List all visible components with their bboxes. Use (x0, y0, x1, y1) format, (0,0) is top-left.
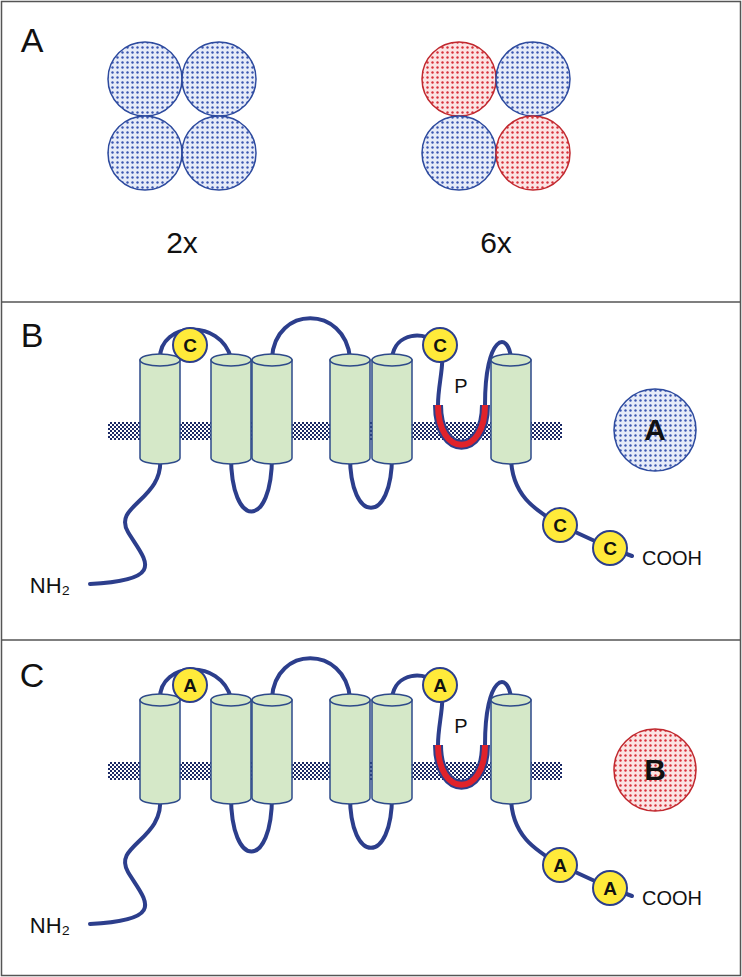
node-label: A (183, 676, 197, 695)
node-label: A (553, 856, 567, 875)
panel-letter: B (21, 318, 44, 352)
node-label: C (433, 336, 447, 355)
residue-circle: A (172, 667, 208, 703)
subunit-circle: A (613, 388, 697, 472)
subunit-group (108, 42, 256, 190)
panel-letter: C (20, 658, 45, 692)
node-label: A (644, 415, 666, 445)
node-label: A (603, 879, 617, 898)
protein-topology (90, 318, 632, 584)
protein-topology (90, 658, 632, 924)
residue-circle: C (172, 327, 208, 363)
terminus-label: NH₂ (30, 915, 70, 937)
residue-circle: A (542, 847, 578, 883)
panel-letter: A (21, 23, 44, 57)
panel-divider (2, 639, 741, 641)
node-label: C (183, 336, 197, 355)
residue-circle: C (542, 507, 578, 543)
residue-circle: A (592, 870, 628, 906)
residue-circle: C (422, 327, 458, 363)
terminus-label: NH₂ (30, 575, 70, 597)
node-label: C (603, 539, 617, 558)
terminus-label: COOH (642, 548, 702, 568)
node-label: C (553, 516, 567, 535)
residue-circle: A (422, 667, 458, 703)
residue-circle: C (592, 530, 628, 566)
pore-label: P (454, 716, 467, 736)
terminus-label: COOH (642, 888, 702, 908)
subunit-circle: B (613, 728, 697, 812)
fold-label: 6x (480, 228, 512, 258)
pore-label: P (454, 376, 467, 396)
panel-divider (2, 301, 741, 303)
node-label: B (644, 755, 666, 785)
subunit-group (422, 42, 570, 190)
fold-label: 2x (166, 228, 198, 258)
node-label: A (433, 676, 447, 695)
